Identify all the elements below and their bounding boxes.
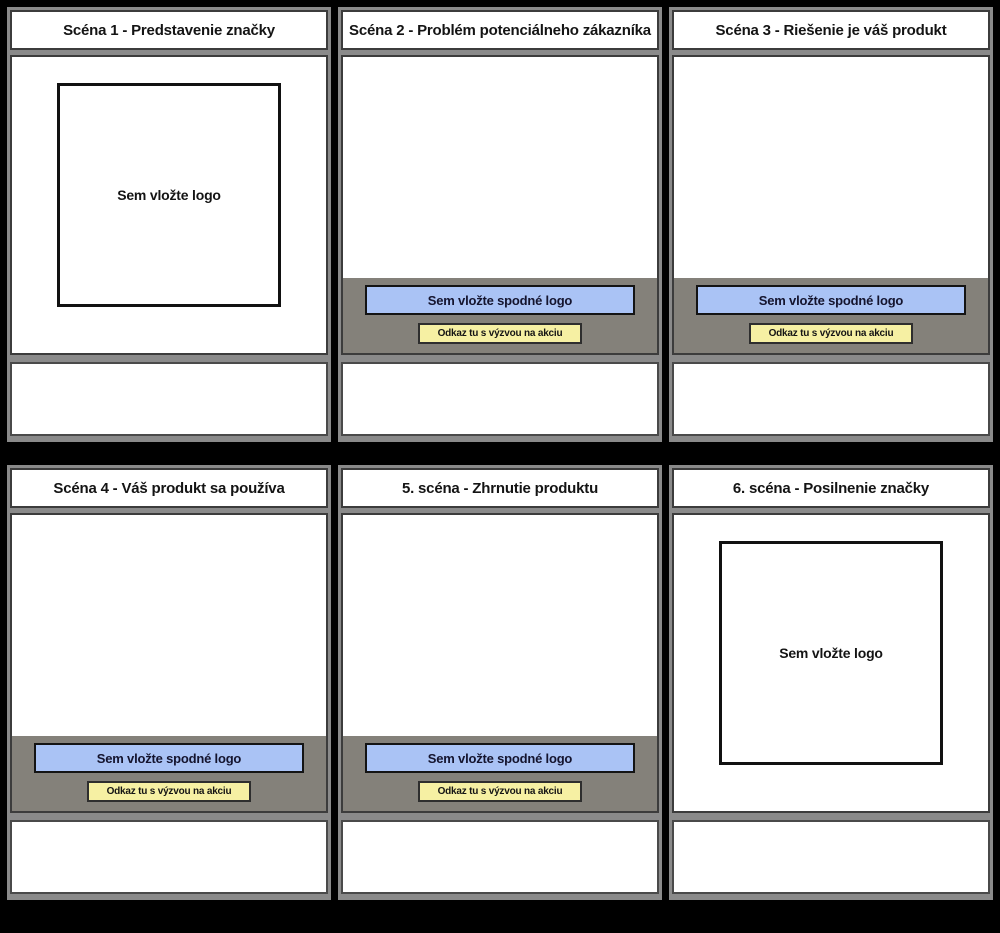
scene-2-canvas[interactable]: Sem vložte spodné logo Odkaz tu s výzvou…: [341, 55, 659, 355]
scene-4-description-box[interactable]: [10, 820, 328, 894]
scene-1-description-box[interactable]: [10, 362, 328, 436]
scene-1-title[interactable]: Scéna 1 - Predstavenie značky: [10, 10, 328, 50]
cta-link-button[interactable]: Odkaz tu s výzvou na akciu: [417, 781, 583, 802]
scene-cell-2: Scéna 2 - Problém potenciálneho zákazník…: [338, 7, 662, 442]
scene-2-empty-area: [343, 57, 657, 278]
bottom-logo-button[interactable]: Sem vložte spodné logo: [364, 285, 636, 315]
scene-3-footer-strip: Sem vložte spodné logo Odkaz tu s výzvou…: [674, 278, 988, 353]
scene-4-footer-strip: Sem vložte spodné logo Odkaz tu s výzvou…: [12, 736, 326, 811]
bottom-logo-button[interactable]: Sem vložte spodné logo: [695, 285, 967, 315]
scene-2-description-box[interactable]: [341, 362, 659, 436]
scene-cell-1: Scéna 1 - Predstavenie značky Sem vložte…: [7, 7, 331, 442]
scene-6-title[interactable]: 6. scéna - Posilnenie značky: [672, 468, 990, 508]
logo-placeholder-box[interactable]: Sem vložte logo: [57, 83, 281, 307]
storyboard-row-1: Scéna 1 - Predstavenie značky Sem vložte…: [7, 7, 993, 442]
scene-cell-4: Scéna 4 - Váš produkt sa používa Sem vlo…: [7, 465, 331, 900]
logo-placeholder-box[interactable]: Sem vložte logo: [719, 541, 943, 765]
scene-cell-3: Scéna 3 - Riešenie je váš produkt Sem vl…: [669, 7, 993, 442]
scene-5-description-box[interactable]: [341, 820, 659, 894]
scene-4-title[interactable]: Scéna 4 - Váš produkt sa používa: [10, 468, 328, 508]
cta-link-button[interactable]: Odkaz tu s výzvou na akciu: [417, 323, 583, 344]
scene-3-empty-area: [674, 57, 988, 278]
cta-link-button[interactable]: Odkaz tu s výzvou na akciu: [748, 323, 914, 344]
scene-6-canvas[interactable]: Sem vložte logo: [672, 513, 990, 813]
scene-2-footer-strip: Sem vložte spodné logo Odkaz tu s výzvou…: [343, 278, 657, 353]
storyboard-row-2: Scéna 4 - Váš produkt sa používa Sem vlo…: [7, 465, 993, 900]
scene-5-canvas[interactable]: Sem vložte spodné logo Odkaz tu s výzvou…: [341, 513, 659, 813]
scene-4-canvas[interactable]: Sem vložte spodné logo Odkaz tu s výzvou…: [10, 513, 328, 813]
scene-5-empty-area: [343, 515, 657, 736]
bottom-logo-button[interactable]: Sem vložte spodné logo: [364, 743, 636, 773]
scene-1-canvas[interactable]: Sem vložte logo: [10, 55, 328, 355]
scene-6-description-box[interactable]: [672, 820, 990, 894]
cta-link-button[interactable]: Odkaz tu s výzvou na akciu: [86, 781, 252, 802]
scene-cell-6: 6. scéna - Posilnenie značky Sem vložte …: [669, 465, 993, 900]
scene-2-title[interactable]: Scéna 2 - Problém potenciálneho zákazník…: [341, 10, 659, 50]
scene-5-footer-strip: Sem vložte spodné logo Odkaz tu s výzvou…: [343, 736, 657, 811]
scene-3-canvas[interactable]: Sem vložte spodné logo Odkaz tu s výzvou…: [672, 55, 990, 355]
scene-4-empty-area: [12, 515, 326, 736]
scene-3-title[interactable]: Scéna 3 - Riešenie je váš produkt: [672, 10, 990, 50]
scene-3-description-box[interactable]: [672, 362, 990, 436]
bottom-logo-button[interactable]: Sem vložte spodné logo: [33, 743, 305, 773]
scene-5-title[interactable]: 5. scéna - Zhrnutie produktu: [341, 468, 659, 508]
scene-cell-5: 5. scéna - Zhrnutie produktu Sem vložte …: [338, 465, 662, 900]
